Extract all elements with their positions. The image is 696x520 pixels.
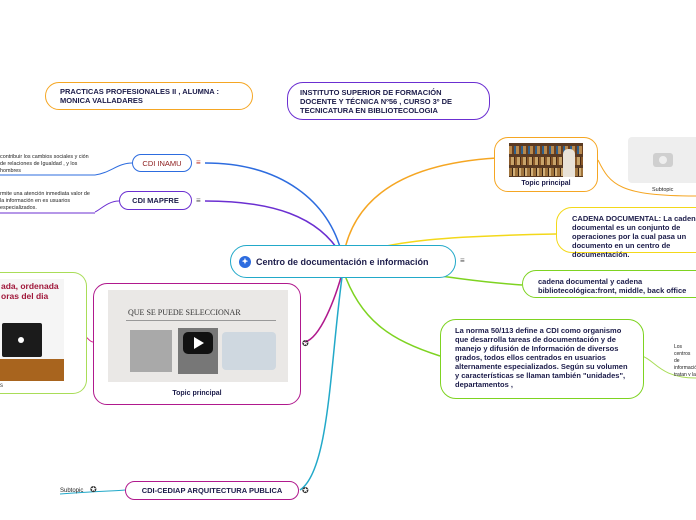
node-norma-label: La norma 50/113 define a CDI como organi… xyxy=(455,326,628,389)
node-norma[interactable]: La norma 50/113 define a CDI como organi… xyxy=(440,319,644,399)
node-cadena-documental-label: CADENA DOCUMENTAL: La cadena documental … xyxy=(572,214,696,259)
subtopic-image-placeholder[interactable] xyxy=(628,137,696,183)
central-node-title: Centro de documentación e información xyxy=(256,256,429,267)
link-norma xyxy=(342,269,441,357)
video-thumbnail[interactable]: QUE SE PUEDE SELECCIONAR xyxy=(108,290,288,382)
node-cdi-inamu[interactable]: CDI INAMU xyxy=(132,154,192,172)
node-cdi-mapfre-label: CDI MAPFRE xyxy=(132,196,179,205)
globe-icon: ✦ xyxy=(239,255,251,268)
bookshelf-image xyxy=(509,143,583,177)
video-slide-title: QUE SE PUEDE SELECCIONAR xyxy=(128,308,241,317)
topic-principal-card[interactable]: Topic principal xyxy=(494,137,598,192)
camera-lens xyxy=(659,156,667,164)
shelf-row-2 xyxy=(509,157,583,165)
norma-note: Los centros de información tratan y la c… xyxy=(674,344,696,376)
partial-image-card[interactable]: ada, ordenada oras del dia s xyxy=(0,272,87,394)
partial-image-text: ada, ordenada oras del dia xyxy=(1,281,59,301)
monitor-dot xyxy=(18,337,24,343)
node-cadena-documental[interactable]: CADENA DOCUMENTAL: La cadena documental … xyxy=(556,207,696,259)
node-practicas[interactable]: PRACTICAS PROFESIONALES II , ALUMNA : MO… xyxy=(45,82,253,110)
node-practicas-label: PRACTICAS PROFESIONALES II , ALUMNA : MO… xyxy=(60,87,220,105)
subtopic-image-caption: Subtopic xyxy=(652,187,674,193)
link-cediap-subtopic xyxy=(59,489,126,495)
topic-principal-caption: Topic principal xyxy=(521,180,571,187)
link-video xyxy=(304,269,344,343)
mapfre-note: rmite una atención inmediata valor de la… xyxy=(0,191,90,211)
node-instituto-label: INSTITUTO SUPERIOR DE FORMACIÓN DOCENTE … xyxy=(300,87,453,115)
globe-icon-video[interactable]: ✪ xyxy=(302,339,309,348)
link-subtopic-image xyxy=(597,159,696,197)
partial-card-marker: s xyxy=(0,383,3,389)
link-cediap xyxy=(299,269,344,491)
link-topic-principal xyxy=(342,157,498,259)
slide-line xyxy=(126,320,276,321)
video-topic-card[interactable]: QUE SE PUEDE SELECCIONAR Topic principal xyxy=(93,283,301,405)
node-cadena-front[interactable]: cadena documental y cadena bibliotecológ… xyxy=(522,270,696,298)
node-cediap[interactable]: CDI-CEDIAP ARQUITECTURA PUBLICA xyxy=(125,481,299,500)
menu-icon-mapfre[interactable]: ≡ xyxy=(196,196,201,205)
node-instituto[interactable]: INSTITUTO SUPERIOR DE FORMACIÓN DOCENTE … xyxy=(287,82,490,120)
play-icon xyxy=(194,337,204,349)
link-mapfre-note xyxy=(94,200,120,213)
menu-icon[interactable]: ≡ xyxy=(460,256,465,265)
slide-image-right xyxy=(222,332,276,370)
inamu-note: contribuir los cambios sociales y ción d… xyxy=(0,154,89,174)
play-button[interactable] xyxy=(183,332,213,354)
menu-icon-inamu[interactable]: ≡ xyxy=(196,158,201,167)
shelf-row-1 xyxy=(509,146,583,154)
node-cdi-mapfre[interactable]: CDI MAPFRE xyxy=(119,191,192,210)
link-norma-note xyxy=(641,355,696,379)
desk-shape xyxy=(0,359,64,381)
node-cdi-inamu-label: CDI INAMU xyxy=(142,158,182,168)
video-topic-caption: Topic principal xyxy=(172,390,222,397)
link-inamu xyxy=(204,162,344,259)
link-mapfre xyxy=(204,200,344,259)
cediap-subtopic[interactable]: Subtopic xyxy=(60,488,84,494)
slide-image-left xyxy=(130,330,172,372)
person-figure xyxy=(563,149,575,177)
node-cadena-front-label: cadena documental y cadena bibliotecológ… xyxy=(538,277,687,295)
globe-icon-cediap[interactable]: ✪ xyxy=(302,486,309,495)
central-node[interactable]: ✦ Centro de documentación e información xyxy=(230,245,456,278)
link-inamu-note xyxy=(94,162,133,176)
node-cediap-label: CDI-CEDIAP ARQUITECTURA PUBLICA xyxy=(141,486,283,495)
camera-icon xyxy=(653,153,673,167)
globe-icon-cediap-subtopic[interactable]: ✪ xyxy=(90,485,97,494)
partial-image: ada, ordenada oras del dia xyxy=(0,279,64,381)
shelf-row-3 xyxy=(509,168,583,176)
